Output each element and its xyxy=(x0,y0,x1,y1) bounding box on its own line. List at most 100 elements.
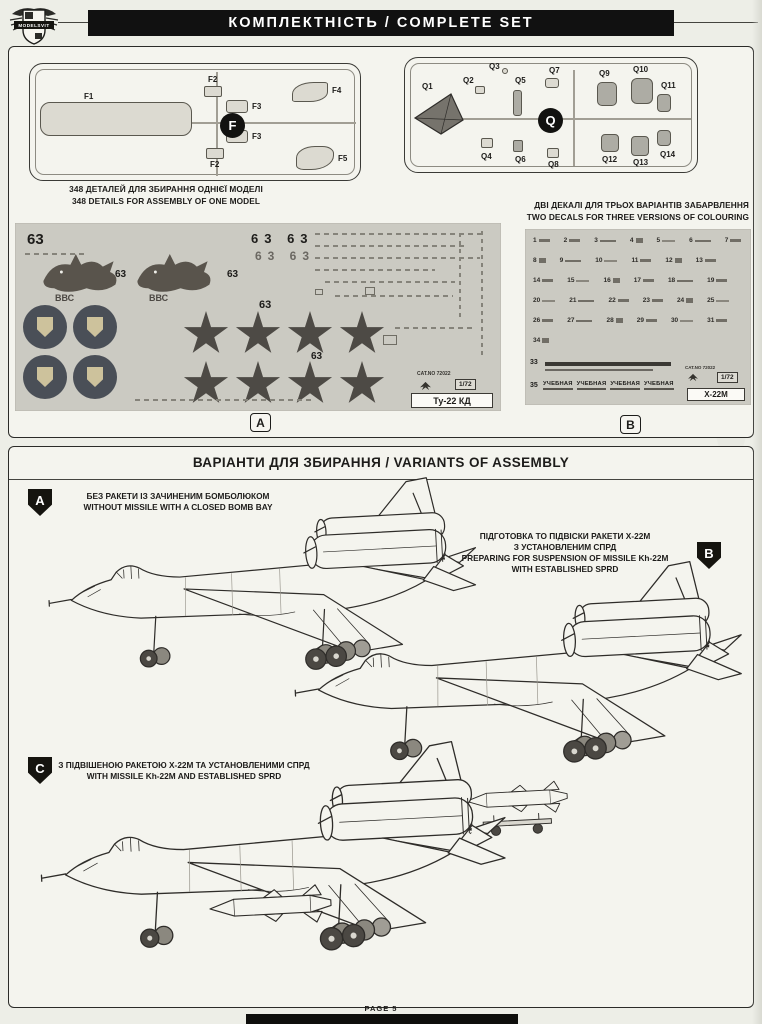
part-label-q4: Q4 xyxy=(481,152,492,161)
part-q5-shape xyxy=(513,90,522,116)
stencil-marks-row xyxy=(315,269,435,271)
variant-a-text-ua: БЕЗ РАКЕТИ ІЗ ЗАЧИНЕНИМ БОМБОЛЮКОМ xyxy=(86,491,270,501)
variants-header: ВАРІАНТИ ДЛЯ ЗБИРАННЯ / VARIANTS OF ASSE… xyxy=(192,455,570,470)
missile-attached-drawing xyxy=(205,881,347,929)
part-q10-shape xyxy=(631,78,653,104)
trident-roundel xyxy=(23,305,67,349)
decal-number-item: 28 xyxy=(606,317,622,324)
decal-number-item: 10 xyxy=(595,257,617,264)
part-q4-shape xyxy=(481,138,493,148)
decal-title: Ту-22 КД xyxy=(411,393,493,408)
decal-number-item: 11 xyxy=(631,257,651,264)
decal-number-item: 16 xyxy=(603,277,619,284)
variant-c-text-ua: З ПІДВІШЕНОЮ РАКЕТОЮ Х-22М ТА УСТАНОВЛЕН… xyxy=(58,760,310,770)
red-star xyxy=(339,311,385,353)
variant-c-text-en: WITH MISSILE Kh-22M AND ESTABLISHED SPRD xyxy=(86,771,282,781)
bottom-number: 35 xyxy=(530,382,538,389)
part-q3-shape xyxy=(502,68,508,74)
decal-number-item: 8 xyxy=(533,257,546,264)
uchebnaya-label: УЧЕБНАЯ xyxy=(543,381,573,390)
part-q8-shape xyxy=(547,148,559,158)
sprue-letter-q: Q xyxy=(538,108,563,133)
part-label-q14: Q14 xyxy=(660,150,676,159)
part-q6-shape xyxy=(513,140,523,152)
decal-number-item: 21 xyxy=(569,297,594,304)
stencil-marks-row xyxy=(315,233,485,235)
part-label-q8: Q8 xyxy=(548,160,559,169)
part-label-f3: F3 xyxy=(252,102,262,111)
trident-shield xyxy=(87,367,103,387)
decal-number-item: 14 xyxy=(533,277,553,284)
complete-set-panel: F1 F2 F4 F3 F3 F2 F5 F xyxy=(8,46,754,438)
cat-no: CAT.NO 72022 xyxy=(417,371,451,377)
sprue-runner xyxy=(461,118,691,120)
red-star xyxy=(287,311,333,353)
trident-roundel xyxy=(73,305,117,349)
decal-a-tag: A xyxy=(250,413,271,432)
variant-b-text-en2: WITH ESTABLISHED SPRD xyxy=(511,564,619,574)
decal-note-en: TWO DECALS FOR THREE VERSIONS OF COLOURI… xyxy=(526,212,749,222)
trident-shield xyxy=(87,317,103,337)
decal-number-item: 23 xyxy=(643,297,663,304)
count-note-en: 348 DETAILS FOR ASSEMBLY OF ONE MODEL xyxy=(71,196,261,206)
variants-panel: ВАРІАНТИ ДЛЯ ЗБИРАННЯ / VARIANTS OF ASSE… xyxy=(8,446,754,1008)
vvs-marking: ВВС xyxy=(55,293,75,303)
decal-number-item: 25 xyxy=(707,297,729,304)
red-star xyxy=(339,361,385,403)
decal-number-item: 22 xyxy=(608,297,628,304)
decal-number-item: 12 xyxy=(665,257,681,264)
sprue-runner xyxy=(216,72,218,176)
sprue-runner xyxy=(573,70,575,166)
decal-number-item: 31 xyxy=(707,317,727,324)
trident-roundel xyxy=(73,355,117,399)
part-f2-shape xyxy=(204,86,222,97)
part-label-q10: Q10 xyxy=(633,65,649,74)
variant-b-text-ua1: ПІДГОТОВКА ТО ПІДВІСКИ РАКЕТИ Х-22М xyxy=(479,531,651,541)
scale-box: 1/72 xyxy=(717,372,738,383)
decal-number-item: 13 xyxy=(696,257,716,264)
vvs-marking: ВВС xyxy=(149,293,169,303)
stencil-marks-row xyxy=(335,295,453,297)
part-q11-shape xyxy=(657,94,671,112)
part-label-f5: F5 xyxy=(338,154,348,163)
uchebnaya-label: УЧЕБНАЯ xyxy=(643,381,674,390)
strip-number: 33 xyxy=(530,359,538,366)
decal-number-item: 19 xyxy=(707,277,727,284)
sprue-runner xyxy=(190,122,356,124)
decal-number-item: 17 xyxy=(634,277,654,284)
decal-number-item: 3 xyxy=(594,237,616,244)
decal-number-item: 34 xyxy=(533,337,549,344)
part-label-q3: Q3 xyxy=(489,62,500,71)
part-f2-shape xyxy=(206,148,224,159)
decal-number-item: 20 xyxy=(533,297,555,304)
brand-name: MODELSVIT xyxy=(18,23,49,28)
stencil-box xyxy=(365,287,375,295)
trident-shield xyxy=(37,367,53,387)
decal-number-item: 6 xyxy=(689,237,711,244)
decal-number-item: 15 xyxy=(567,277,589,284)
part-label-q1: Q1 xyxy=(422,82,433,91)
dragon-number: 63 xyxy=(115,269,127,280)
part-q2-shape xyxy=(475,86,485,94)
sprue-letter-f: F xyxy=(220,113,245,138)
variant-b-text-en1: PREPARING FOR SUSPENSION OF MISSILE Kh-2… xyxy=(461,553,669,563)
part-q14-shape xyxy=(657,130,671,146)
part-f5-shape xyxy=(296,146,334,170)
part-label-f2: F2 xyxy=(210,160,220,169)
stencil-marks-row xyxy=(325,281,455,283)
sprue-f: F1 F2 F4 F3 F3 F2 F5 F xyxy=(29,63,361,181)
decal-b-tag: B xyxy=(620,415,641,434)
dragon-emblem xyxy=(133,245,221,299)
decal-title: Х-22М xyxy=(687,388,745,401)
decal-sheet-a: 63 63 63 63 63 ВВС ВВС 63 63 63 63 xyxy=(15,223,501,411)
decal-number-item: 26 xyxy=(533,317,553,324)
part-label-q2: Q2 xyxy=(463,76,474,85)
variant-b-text: ПІДГОТОВКА ТО ПІДВІСКИ РАКЕТИ Х-22М З УС… xyxy=(439,531,691,575)
stencil-marks-row xyxy=(315,257,480,259)
decal-number-item: 27 xyxy=(567,317,592,324)
variant-c-text: З ПІДВІШЕНОЮ РАКЕТОЮ Х-22М ТА УСТАНОВЛЕН… xyxy=(38,760,330,782)
stencil-marks-column xyxy=(459,231,461,317)
